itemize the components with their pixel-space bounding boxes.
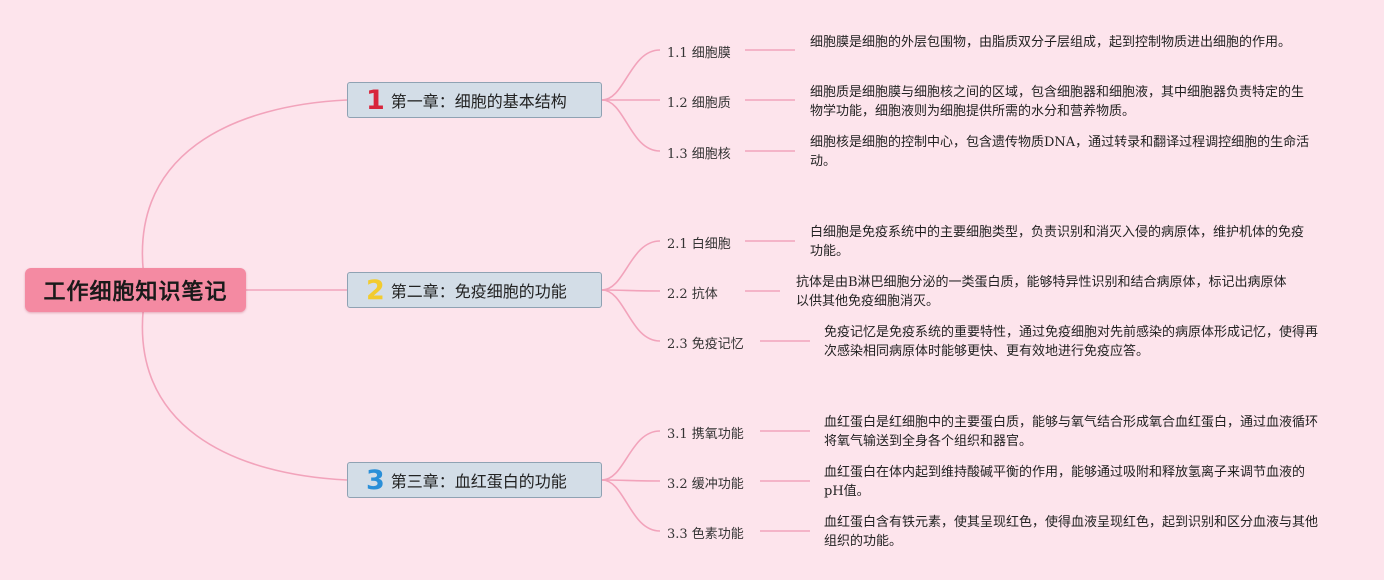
topic-1-1-desc: 细胞膜是细胞的外层包围物，由脂质双分子层组成，起到控制物质进出细胞的作用。 — [810, 35, 1292, 50]
topic-3-2-desc: 血红蛋白在体内起到维持酸碱平衡的作用，能够通过吸附和释放氢离子来调节血液的pH值… — [824, 465, 1306, 499]
topic-2-1-desc: 白细胞是免疫系统中的主要细胞类型，负责识别和消灭入侵的病原体，维护机体的免疫功能… — [810, 225, 1305, 259]
topic-2-3-label[interactable]: 2.3 免疫记忆 — [667, 337, 744, 352]
chapter-1-number: 1 — [366, 84, 385, 116]
link-root-chapter-1 — [141, 99, 348, 291]
topic-2-2-label[interactable]: 2.2 抗体 — [667, 287, 718, 302]
chapter-2-node[interactable]: 2 第二章：免疫细胞的功能 — [347, 272, 602, 308]
chapter-2-number: 2 — [366, 274, 385, 306]
link-chapter-1-topic-3 — [601, 99, 661, 152]
link-chapter-2-topic-1 — [601, 240, 661, 291]
topic-3-2-label[interactable]: 3.2 缓冲功能 — [667, 477, 744, 492]
link-chapter-3-topic-2 — [601, 479, 661, 482]
chapter-1-title: 第一章：细胞的基本结构 — [390, 92, 567, 111]
chapter-3-number: 3 — [366, 464, 385, 496]
chapter-3-title: 第三章：血红蛋白的功能 — [390, 472, 567, 491]
topic-2-2-desc: 抗体是由B淋巴细胞分泌的一类蛋白质，能够特异性识别和结合病原体，标记出病原体以供… — [796, 275, 1287, 309]
topic-1-2-label[interactable]: 1.2 细胞质 — [667, 96, 731, 111]
root-topic[interactable]: 工作细胞知识笔记 — [25, 268, 246, 312]
link-chapter-2-topic-2 — [601, 289, 661, 292]
topic-3-3-label[interactable]: 3.3 色素功能 — [667, 527, 744, 542]
topic-1-3-label[interactable]: 1.3 细胞核 — [667, 147, 731, 162]
topic-1-3-desc: 细胞核是细胞的控制中心，包含遗传物质DNA，通过转录和翻译过程调控细胞的生命活动… — [810, 135, 1310, 169]
link-chapter-1-topic-1 — [601, 49, 661, 101]
link-root-chapter-3 — [141, 289, 348, 481]
topic-1-1-label[interactable]: 1.1 细胞膜 — [667, 46, 731, 61]
link-chapter-3-topic-1 — [601, 430, 661, 481]
chapter-3-node[interactable]: 3 第三章：血红蛋白的功能 — [347, 462, 602, 498]
topic-1-2-desc: 细胞质是细胞膜与细胞核之间的区域，包含细胞器和细胞液，其中细胞器负责特定的生物学… — [810, 85, 1305, 119]
topic-2-1-label[interactable]: 2.1 白细胞 — [667, 237, 731, 252]
topic-3-1-label[interactable]: 3.1 携氧功能 — [667, 427, 744, 442]
chapter-1-node[interactable]: 1 第一章：细胞的基本结构 — [347, 82, 602, 118]
topic-3-1-desc: 血红蛋白是红细胞中的主要蛋白质，能够与氧气结合形成氧合血红蛋白，通过血液循环将氧… — [824, 415, 1319, 449]
topic-3-3-desc: 血红蛋白含有铁元素，使其呈现红色，使得血液呈现红色，起到识别和区分血液与其他组织… — [824, 515, 1319, 549]
link-chapter-3-topic-3 — [601, 479, 661, 532]
link-chapter-2-topic-3 — [601, 289, 661, 342]
topic-2-3-desc: 免疫记忆是免疫系统的重要特性，通过免疫细胞对先前感染的病原体形成记忆，使得再次感… — [824, 325, 1319, 359]
chapter-2-title: 第二章：免疫细胞的功能 — [390, 282, 567, 301]
